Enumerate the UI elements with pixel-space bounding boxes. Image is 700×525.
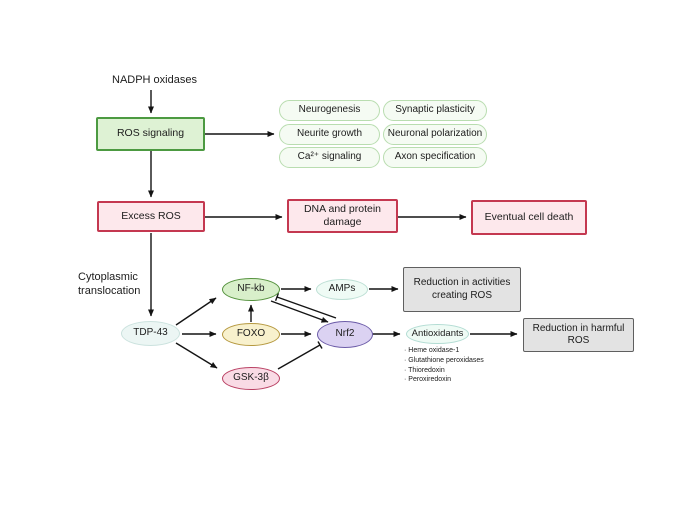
cytoplasmic-translocation-label: Cytoplasmic translocation <box>78 271 141 297</box>
foxo-node: FOXO <box>222 323 280 346</box>
function-pill-label: Synaptic plasticity <box>395 104 475 116</box>
foxo-label: FOXO <box>236 328 266 340</box>
antioxidants-node: Antioxidants <box>406 324 469 344</box>
antioxidant-list: · Heme oxidase-1 · Glutathione peroxidas… <box>404 347 524 386</box>
function-pill-neurite-growth: Neurite growth <box>279 124 380 145</box>
function-pill-label: Neuronal polarization <box>387 128 483 140</box>
function-pill-axon-specification: Axon specification <box>383 147 487 168</box>
ros-signaling-box: ROS signaling <box>96 117 205 151</box>
antioxidants-label: Antioxidants <box>411 328 464 340</box>
inhibit-bar-nrf2 <box>317 341 323 349</box>
antioxidant-item: · Heme oxidase-1 <box>404 347 460 354</box>
inhibit-nrf2-to-nfkb <box>276 296 337 319</box>
function-pill-synaptic-plasticity: Synaptic plasticity <box>383 100 487 121</box>
antioxidant-item: · Glutathione peroxidases <box>404 356 484 364</box>
reduction-harmful-box: Reduction in harmful ROS <box>523 318 634 352</box>
arrow-nfkb-to-nrf2 <box>270 300 329 323</box>
function-pill-ca-signaling: Ca²⁺ signaling <box>279 147 380 168</box>
amps-label: AMPs <box>328 283 356 295</box>
function-pill-label: Ca²⁺ signaling <box>297 151 362 163</box>
function-pill-label: Axon specification <box>394 151 476 163</box>
antioxidant-item: · Thioredoxin <box>404 366 445 374</box>
eventual-cell-death-label: Eventual cell death <box>484 210 574 223</box>
arrow-tdp43-to-gsk3b <box>175 342 218 369</box>
reduction-activities-box: Reduction in activities creating ROS <box>403 267 521 312</box>
nrf2-node: Nrf2 <box>317 321 373 348</box>
arrow-tdp43-to-nfkb <box>175 297 217 326</box>
antioxidant-item: · Peroxiredoxin <box>404 376 452 384</box>
nfkb-node: NF-kb <box>222 278 280 301</box>
nfkb-label: NF-kb <box>237 283 265 295</box>
function-pill-label: Neurite growth <box>296 128 363 140</box>
nrf2-label: Nrf2 <box>335 328 355 340</box>
tdp43-node: TDP-43 <box>121 321 180 346</box>
eventual-cell-death-box: Eventual cell death <box>471 200 587 235</box>
gsk3b-label: GSK-3β <box>233 372 269 384</box>
reduction-activities-label: Reduction in activities creating ROS <box>413 277 511 301</box>
inhibit-gsk3b-to-nrf2 <box>277 344 321 370</box>
function-pill-neurogenesis: Neurogenesis <box>279 100 380 121</box>
gsk3b-node: GSK-3β <box>222 367 280 390</box>
excess-ros-box: Excess ROS <box>97 201 205 232</box>
dna-protein-damage-box: DNA and protein damage <box>287 199 398 233</box>
function-pill-neuronal-polarization: Neuronal polarization <box>383 124 487 145</box>
tdp43-label: TDP-43 <box>133 327 168 339</box>
excess-ros-label: Excess ROS <box>121 209 181 222</box>
function-pill-label: Neurogenesis <box>298 104 361 116</box>
amps-node: AMPs <box>316 279 368 300</box>
dna-protein-damage-label: DNA and protein damage <box>303 202 382 228</box>
reduction-harmful-label: Reduction in harmful ROS <box>532 322 625 347</box>
nadph-oxidases-label: NADPH oxidases <box>112 74 197 86</box>
ros-signaling-label: ROS signaling <box>116 127 185 140</box>
